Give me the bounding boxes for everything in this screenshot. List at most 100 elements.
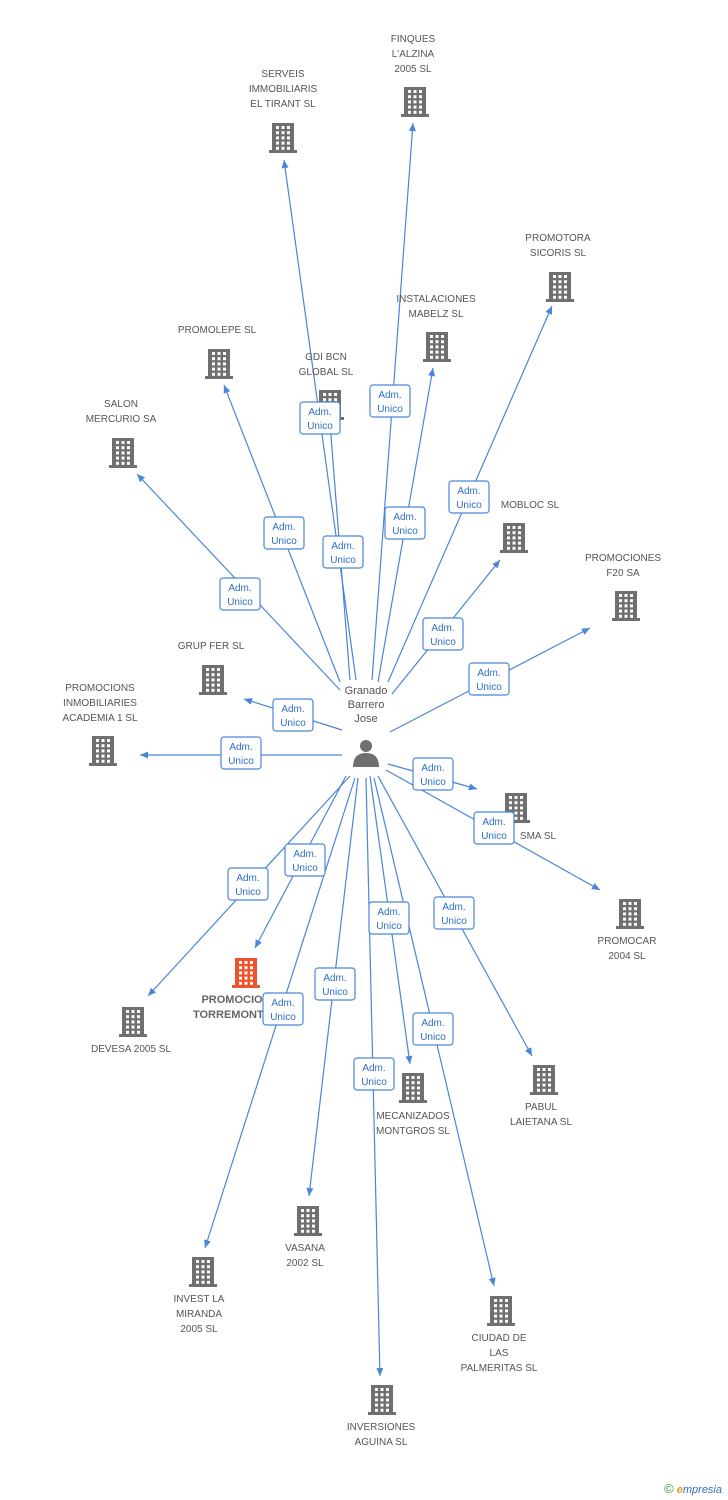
- person-name-line: Jose: [354, 713, 377, 725]
- building-icon-academia[interactable]: [89, 736, 117, 766]
- building-icon-ciudad-palmeritas[interactable]: [487, 1296, 515, 1326]
- edge-label-text: Adm.: [378, 390, 401, 401]
- company-name-promociones-f20[interactable]: PROMOCIONES F20 SA: [585, 553, 661, 579]
- building-icon-instalaciones[interactable]: [423, 332, 451, 362]
- edge-label-text: Unico: [361, 1077, 387, 1088]
- building-icon-serveis[interactable]: [269, 123, 297, 153]
- company-name-line: TORREMONTE: [193, 1009, 271, 1021]
- arrowhead-ciudad-palmeritas: [488, 1277, 496, 1286]
- building-icon-vasana[interactable]: [294, 1206, 322, 1236]
- arrowhead-devesa: [148, 987, 156, 996]
- building-icon-devesa[interactable]: [119, 1007, 147, 1037]
- company-name-grup-fer[interactable]: GRUP FER SL: [178, 641, 245, 652]
- edge-label-promolepe: Adm.Unico: [263, 516, 305, 550]
- edge-label-invest-miranda: Adm.Unico: [262, 992, 304, 1026]
- company-name-line: PROMOCIONES: [585, 553, 661, 564]
- company-name-academia[interactable]: PROMOCIONS INMOBILIARIES ACADEMIA 1 SL: [62, 683, 137, 724]
- building-icon-finques[interactable]: [401, 87, 429, 117]
- company-name-inversiones-aguina[interactable]: INVERSIONES AGUINA SL: [347, 1422, 416, 1448]
- building-icon-mobloc[interactable]: [500, 523, 528, 553]
- building-icon-invest-miranda[interactable]: [189, 1257, 217, 1287]
- company-name-line: F20 SA: [606, 568, 640, 579]
- company-name-line: SMA SL: [520, 831, 557, 842]
- company-name-sma[interactable]: SMA SL: [520, 831, 557, 842]
- edge-label-box: [422, 617, 464, 651]
- arrowhead-grup-fer: [244, 698, 253, 705]
- edge-label-box: [220, 736, 262, 770]
- company-name-line: DEVESA 2005 SL: [91, 1044, 171, 1055]
- building-icon-pabul[interactable]: [530, 1065, 558, 1095]
- company-name-line: INVERSIONES: [347, 1422, 416, 1433]
- building-icon-promocar[interactable]: [616, 899, 644, 929]
- edge-label-torremonte: Adm.Unico: [284, 843, 326, 877]
- edge-label-box: [368, 901, 410, 935]
- edge-label-text: Adm.: [377, 907, 400, 918]
- building-icon-promociones-f20[interactable]: [612, 591, 640, 621]
- edge-label-box: [263, 516, 305, 550]
- edge-label-box: [468, 662, 510, 696]
- edge-label-text: Unico: [420, 777, 446, 788]
- company-name-line: GDI BCN: [305, 352, 347, 363]
- company-name-salon-mercurio[interactable]: SALON MERCURIO SA: [86, 399, 157, 425]
- edge-label-text: Adm.: [393, 512, 416, 523]
- building-icon-grup-fer[interactable]: [199, 665, 227, 695]
- building-icon-inversiones-aguina[interactable]: [368, 1385, 396, 1415]
- edge-label-text: Unico: [377, 404, 403, 415]
- company-name-mobloc[interactable]: MOBLOC SL: [501, 500, 560, 511]
- edge-label-text: Adm.: [236, 873, 259, 884]
- edge-label-text: Unico: [392, 526, 418, 537]
- company-name-line: SERVEIS: [261, 69, 304, 80]
- edge-label-text: Adm.: [421, 1018, 444, 1029]
- company-name-line: MERCURIO SA: [86, 414, 157, 425]
- arrowhead-mobloc: [492, 560, 500, 569]
- company-name-line: SALON: [104, 399, 138, 410]
- company-name-line: AGUINA SL: [355, 1437, 408, 1448]
- edge-label-text: Adm.: [308, 407, 331, 418]
- company-name-devesa[interactable]: DEVESA 2005 SL: [91, 1044, 171, 1055]
- person-icon: [353, 740, 379, 767]
- edge-label-box: [448, 480, 490, 514]
- company-name-line: PROMOCIONS: [65, 683, 135, 694]
- company-name-line: GLOBAL SL: [299, 367, 354, 378]
- edge-label-box: [369, 384, 411, 418]
- edge-label-box: [284, 843, 326, 877]
- arrowhead-invest-miranda: [204, 1239, 211, 1248]
- building-icon-mecanizados[interactable]: [399, 1073, 427, 1103]
- company-name-line: INMOBILIARIES: [63, 698, 137, 709]
- edge-label-box: [272, 698, 314, 732]
- edge-label-promocar: Adm.Unico: [473, 811, 515, 845]
- company-name-line: PROMOTORA: [525, 233, 591, 244]
- arrowhead-salon-mercurio: [137, 474, 146, 483]
- building-icon-salon-mercurio[interactable]: [109, 438, 137, 468]
- company-name-line: PABUL: [525, 1102, 557, 1113]
- edge-label-text: Adm.: [442, 902, 465, 913]
- company-name-gdi-bcn[interactable]: GDI BCN GLOBAL SL: [299, 352, 354, 378]
- edge-label-grup-fer: Adm.Unico: [272, 698, 314, 732]
- building-icon-promolepe[interactable]: [205, 349, 233, 379]
- company-name-line: PROMOCAR: [598, 936, 657, 947]
- company-name-promolepe[interactable]: PROMOLEPE SL: [178, 325, 257, 336]
- company-name-line: MABELZ SL: [408, 309, 463, 320]
- edge-label-box: [433, 896, 475, 930]
- building-icon-torremonte[interactable]: [232, 958, 260, 988]
- person-name-line: Granado: [345, 685, 388, 697]
- company-name-line: ACADEMIA 1 SL: [62, 713, 137, 724]
- building-icon-promotora-sicoris[interactable]: [546, 272, 574, 302]
- arrowhead-instalaciones: [428, 368, 436, 377]
- edge-label-mecanizados: Adm.Unico: [368, 901, 410, 935]
- person-name-line: Barrero: [348, 699, 385, 711]
